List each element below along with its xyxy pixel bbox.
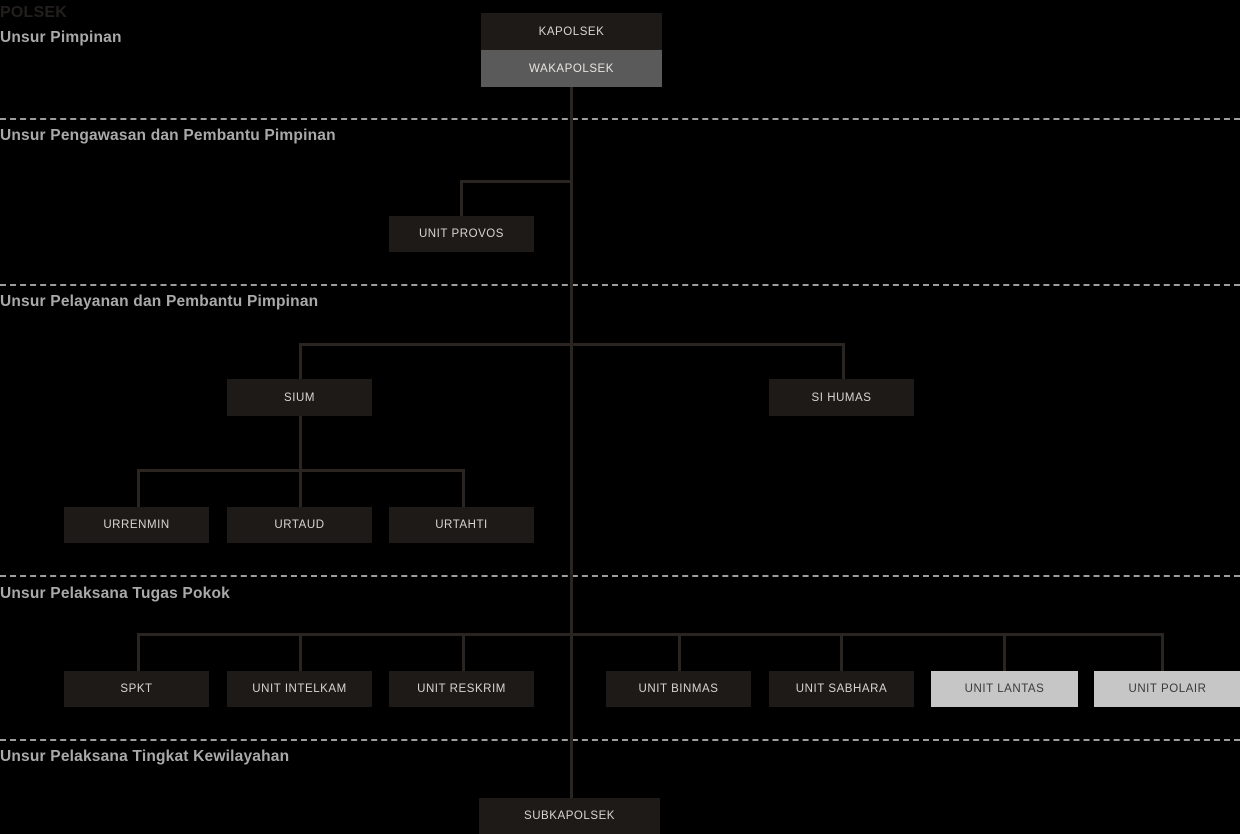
connector-sabhara-drop [840,633,843,672]
node-unit-intelkam[interactable]: UNIT INTELKAM [227,671,372,707]
connector-sium-drop [299,343,302,380]
node-spkt[interactable]: SPKT [64,671,209,707]
node-kapolsek[interactable]: KAPOLSEK [481,13,662,50]
node-unit-provos[interactable]: UNIT PROVOS [389,216,534,252]
node-subkapolsek[interactable]: SUBKAPOLSEK [479,798,660,834]
node-wakapolsek[interactable]: WAKAPOLSEK [481,50,662,87]
node-urrenmin[interactable]: URRENMIN [64,507,209,543]
section-label-pelaksana-pokok: Unsur Pelaksana Tugas Pokok [0,585,230,602]
node-unit-polair[interactable]: UNIT POLAIR [1094,671,1240,707]
divider-kewilayahan [0,739,1240,741]
connector-layanan-bus [299,343,845,346]
connector-binmas-drop [678,633,681,672]
node-sium[interactable]: SIUM [227,379,372,416]
connector-provos-horizontal [460,180,572,183]
connector-sihumas-drop [842,343,845,380]
connector-pokok-bus [137,633,1164,636]
node-urtaud[interactable]: URTAUD [227,507,372,543]
connector-urtaud-drop [299,469,302,508]
section-label-pimpinan: Unsur Pimpinan [0,29,122,46]
connector-urrenmin-drop [137,469,140,508]
section-label-kewilayahan: Unsur Pelaksana Tingkat Kewilayahan [0,748,290,765]
divider-pelayanan [0,284,1240,286]
section-label-pengawasan: Unsur Pengawasan dan Pembantu Pimpinan [0,127,336,144]
node-unit-sabhara[interactable]: UNIT SABHARA [769,671,914,707]
connector-polair-drop [1161,633,1164,672]
node-unit-lantas[interactable]: UNIT LANTAS [931,671,1078,707]
connector-provos-drop [460,180,463,216]
connector-spkt-drop [137,633,140,672]
node-urtahti[interactable]: URTAHTI [389,507,534,543]
page-title: POLSEK [0,4,67,21]
node-si-humas[interactable]: SI HUMAS [769,379,914,416]
section-label-pelayanan: Unsur Pelayanan dan Pembantu Pimpinan [0,293,319,310]
connector-urtahti-drop [462,469,465,508]
node-unit-reskrim[interactable]: UNIT RESKRIM [389,671,534,707]
connector-sium-stem [299,416,302,471]
divider-pengawasan [0,118,1240,120]
divider-pelaksana-pokok [0,575,1240,577]
connector-lantas-drop [1003,633,1006,672]
node-unit-binmas[interactable]: UNIT BINMAS [606,671,751,707]
connector-reskrim-drop [462,633,465,672]
connector-main-spine [570,85,573,810]
connector-intelkam-drop [299,633,302,672]
